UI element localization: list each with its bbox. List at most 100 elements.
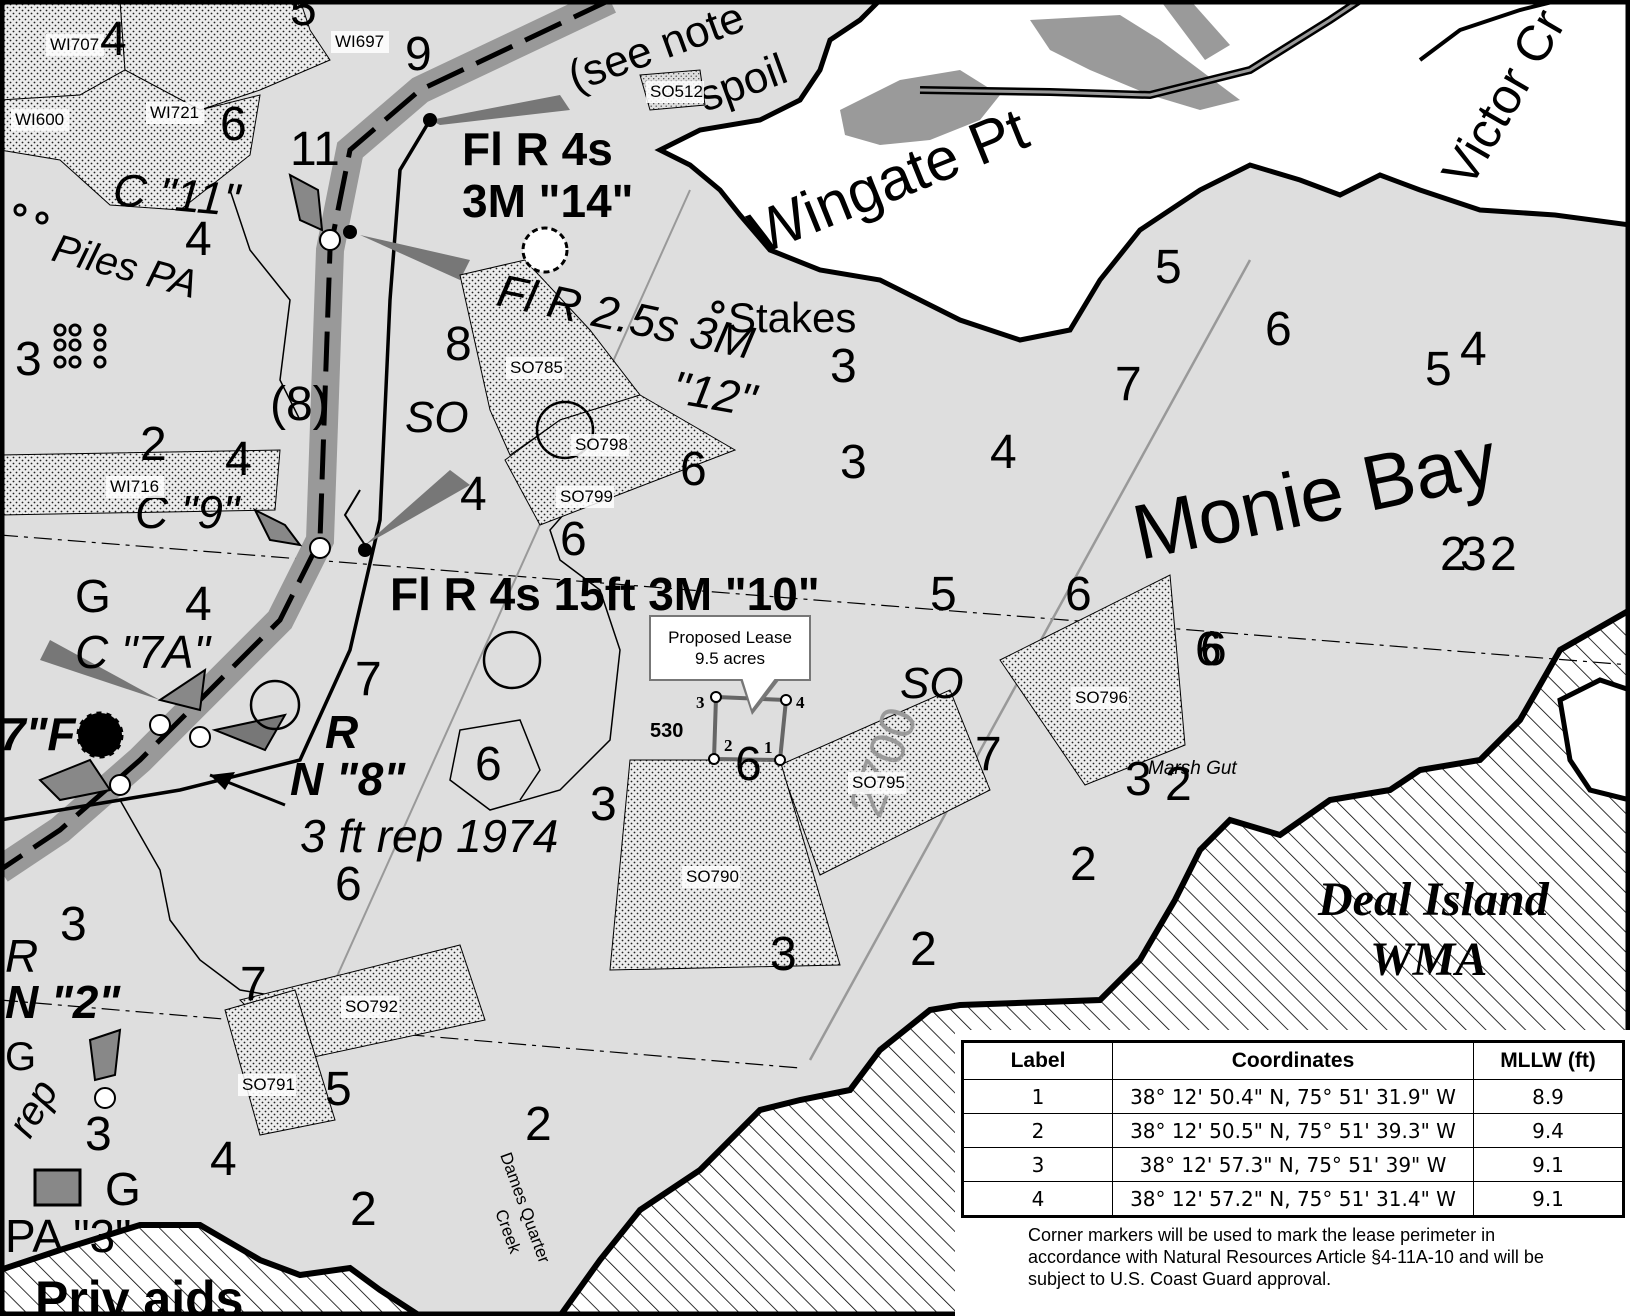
buoy-circle-2 bbox=[309, 537, 331, 559]
depth-sounding: 2 bbox=[1490, 528, 1517, 581]
depth-sounding: 2 bbox=[910, 923, 937, 976]
corner-marker-3 bbox=[710, 691, 722, 703]
depth-contour-heavy bbox=[0, 119, 432, 822]
depth-contour-1 bbox=[229, 189, 301, 421]
table-row: 2 38° 12' 50.5" N, 75° 51' 39.3" W 9.4 bbox=[962, 1113, 1624, 1148]
corner-label-3: 3 bbox=[696, 693, 705, 712]
lease-label-bg bbox=[1071, 687, 1129, 709]
depth-sounding: 3 bbox=[830, 340, 857, 393]
lease-label-so792: SO792 bbox=[345, 997, 398, 1016]
depth-sounding: 3 bbox=[85, 1108, 112, 1161]
buoy-circle-1 bbox=[319, 229, 341, 251]
callout-tail-inner bbox=[742, 677, 776, 709]
road-line-inner bbox=[919, 0, 1361, 97]
table-row: 1 38° 12' 50.4" N, 75° 51' 31.9" W 8.9 bbox=[962, 1079, 1624, 1114]
lease-label-wi697: WI697 bbox=[335, 32, 384, 51]
lease-label-bg bbox=[46, 34, 104, 56]
label-priv-aids: Priv aids bbox=[35, 1271, 243, 1316]
corner-label-4: 4 bbox=[796, 693, 805, 712]
header-label: Label bbox=[962, 1041, 1113, 1080]
depth-sounding: 9 bbox=[405, 28, 432, 81]
label-deal-island: Deal Island bbox=[1317, 873, 1550, 926]
depth-sounding: 3 bbox=[1460, 528, 1487, 581]
lease-label-bg bbox=[11, 109, 69, 131]
arrow-line bbox=[343, 489, 366, 546]
lease-label-so798: SO798 bbox=[575, 435, 628, 454]
label-n8: N "8" bbox=[290, 753, 406, 805]
coordinates-table: Label Coordinates MLLW (ft) 1 38° 12' 50… bbox=[961, 1040, 1625, 1218]
light-flare-icon bbox=[76, 711, 124, 759]
light-sector-1 bbox=[430, 95, 570, 125]
row-mllw: 9.4 bbox=[1473, 1113, 1624, 1148]
lease-label-wi600: WI600 bbox=[15, 110, 64, 129]
label-rep-1974: 3 ft rep 1974 bbox=[300, 810, 558, 862]
depth-sounding: 2 bbox=[1165, 758, 1192, 811]
buoy-7f-icon bbox=[38, 758, 112, 802]
label-3m-14: 3M "14" bbox=[462, 175, 633, 227]
label-g-c: G bbox=[5, 1035, 36, 1079]
proposed-lease-callout: Proposed Lease 9.5 acres bbox=[649, 615, 811, 681]
label-pa3: PA "3" bbox=[5, 1210, 131, 1262]
depth-sounding: 3 bbox=[590, 778, 617, 831]
depth-sounding: 4 bbox=[460, 468, 487, 521]
row-label: 2 bbox=[962, 1113, 1113, 1148]
depth-sounding: 4 bbox=[210, 1133, 237, 1186]
depth-sounding: 4 bbox=[185, 578, 212, 631]
stake-dot-icon bbox=[711, 300, 725, 314]
corner-marker-2 bbox=[708, 753, 720, 765]
lease-label-bg bbox=[682, 866, 740, 888]
depth-sounding: (8) bbox=[270, 378, 329, 431]
depth-sounding: 5 bbox=[325, 1063, 352, 1116]
depth-sounding: 6 bbox=[220, 98, 247, 151]
lease-label-bg bbox=[238, 1074, 296, 1096]
depth-circle-icon-2 bbox=[249, 679, 301, 731]
depth-sounding: 5 bbox=[1425, 343, 1452, 396]
label-c7a: C "7A" bbox=[75, 626, 213, 678]
piles-icon bbox=[13, 203, 107, 369]
corner-label-2: 2 bbox=[724, 736, 733, 755]
depth-sounding: 2 bbox=[525, 1098, 552, 1151]
lease-label-wi716: WI716 bbox=[110, 477, 159, 496]
daybeacon-pa3-icon bbox=[33, 1168, 82, 1207]
depth-sounding: 2 bbox=[1440, 528, 1467, 581]
depth-sounding: 6 bbox=[1195, 623, 1222, 676]
depth-sounding: 3 bbox=[15, 333, 42, 386]
lease-label-so785: SO785 bbox=[510, 358, 563, 377]
depth-sounding: 2 bbox=[140, 418, 167, 471]
depth-sounding: 5 bbox=[290, 0, 317, 36]
label-r-a: R bbox=[325, 706, 358, 758]
depth-sounding: 3 bbox=[1125, 753, 1152, 806]
depth-sounding: 5 bbox=[1155, 241, 1182, 294]
buoy-c9-icon bbox=[252, 507, 303, 547]
lease-label-wi707: WI707 bbox=[50, 35, 99, 54]
lease-label-so512: SO512 bbox=[650, 82, 703, 101]
lease-label-bg bbox=[646, 81, 704, 103]
row-mllw: 8.9 bbox=[1473, 1079, 1624, 1114]
depth-sounding: 6 bbox=[1200, 623, 1227, 676]
lease-label-bg bbox=[146, 102, 204, 124]
depth-sounding: 4 bbox=[990, 426, 1017, 479]
label-fl-r-4s-15ft: Fl R 4s 15ft 3M "10" bbox=[390, 568, 820, 620]
depth-sounding: 6 bbox=[735, 738, 762, 791]
corner-label-1: 1 bbox=[764, 738, 773, 757]
coordinates-panel: Label Coordinates MLLW (ft) 1 38° 12' 50… bbox=[955, 1030, 1630, 1316]
depth-sounding: 3 bbox=[770, 928, 797, 981]
victor-creek-bank bbox=[1418, 0, 1561, 62]
boundary-line-north bbox=[0, 534, 1630, 666]
buoy-n2-icon bbox=[88, 1028, 122, 1082]
depth-sounding: 6 bbox=[335, 858, 362, 911]
row-coordinates: 38° 12' 50.5" N, 75° 51' 39.3" W bbox=[1112, 1113, 1474, 1148]
depth-sounding: 7 bbox=[240, 958, 267, 1011]
header-coordinates: Coordinates bbox=[1112, 1041, 1474, 1080]
depth-sounding: 7 bbox=[975, 728, 1002, 781]
row-coordinates: 38° 12' 57.3" N, 75° 51' 39" W bbox=[1112, 1147, 1474, 1182]
lease-label-bg bbox=[106, 476, 164, 498]
callout-line2: 9.5 acres bbox=[695, 649, 765, 668]
depth-sounding: 5 bbox=[930, 568, 957, 621]
depth-sounding: 4 bbox=[100, 13, 127, 66]
lease-label-so796: SO796 bbox=[1075, 688, 1128, 707]
